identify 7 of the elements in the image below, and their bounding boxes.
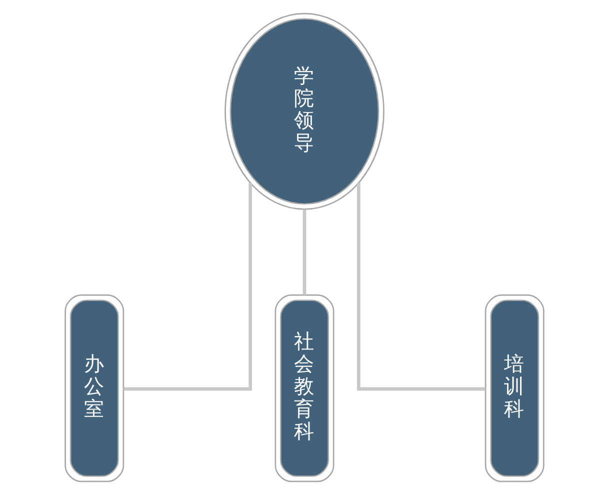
connector bbox=[356, 182, 485, 391]
connector bbox=[302, 209, 306, 296]
node-box: 社会教育科 bbox=[274, 294, 334, 482]
node-box: 办公室 bbox=[64, 294, 124, 482]
node-box: 培训科 bbox=[484, 294, 544, 482]
connector bbox=[123, 182, 252, 391]
node-ellipse: 学院领导 bbox=[224, 12, 384, 210]
